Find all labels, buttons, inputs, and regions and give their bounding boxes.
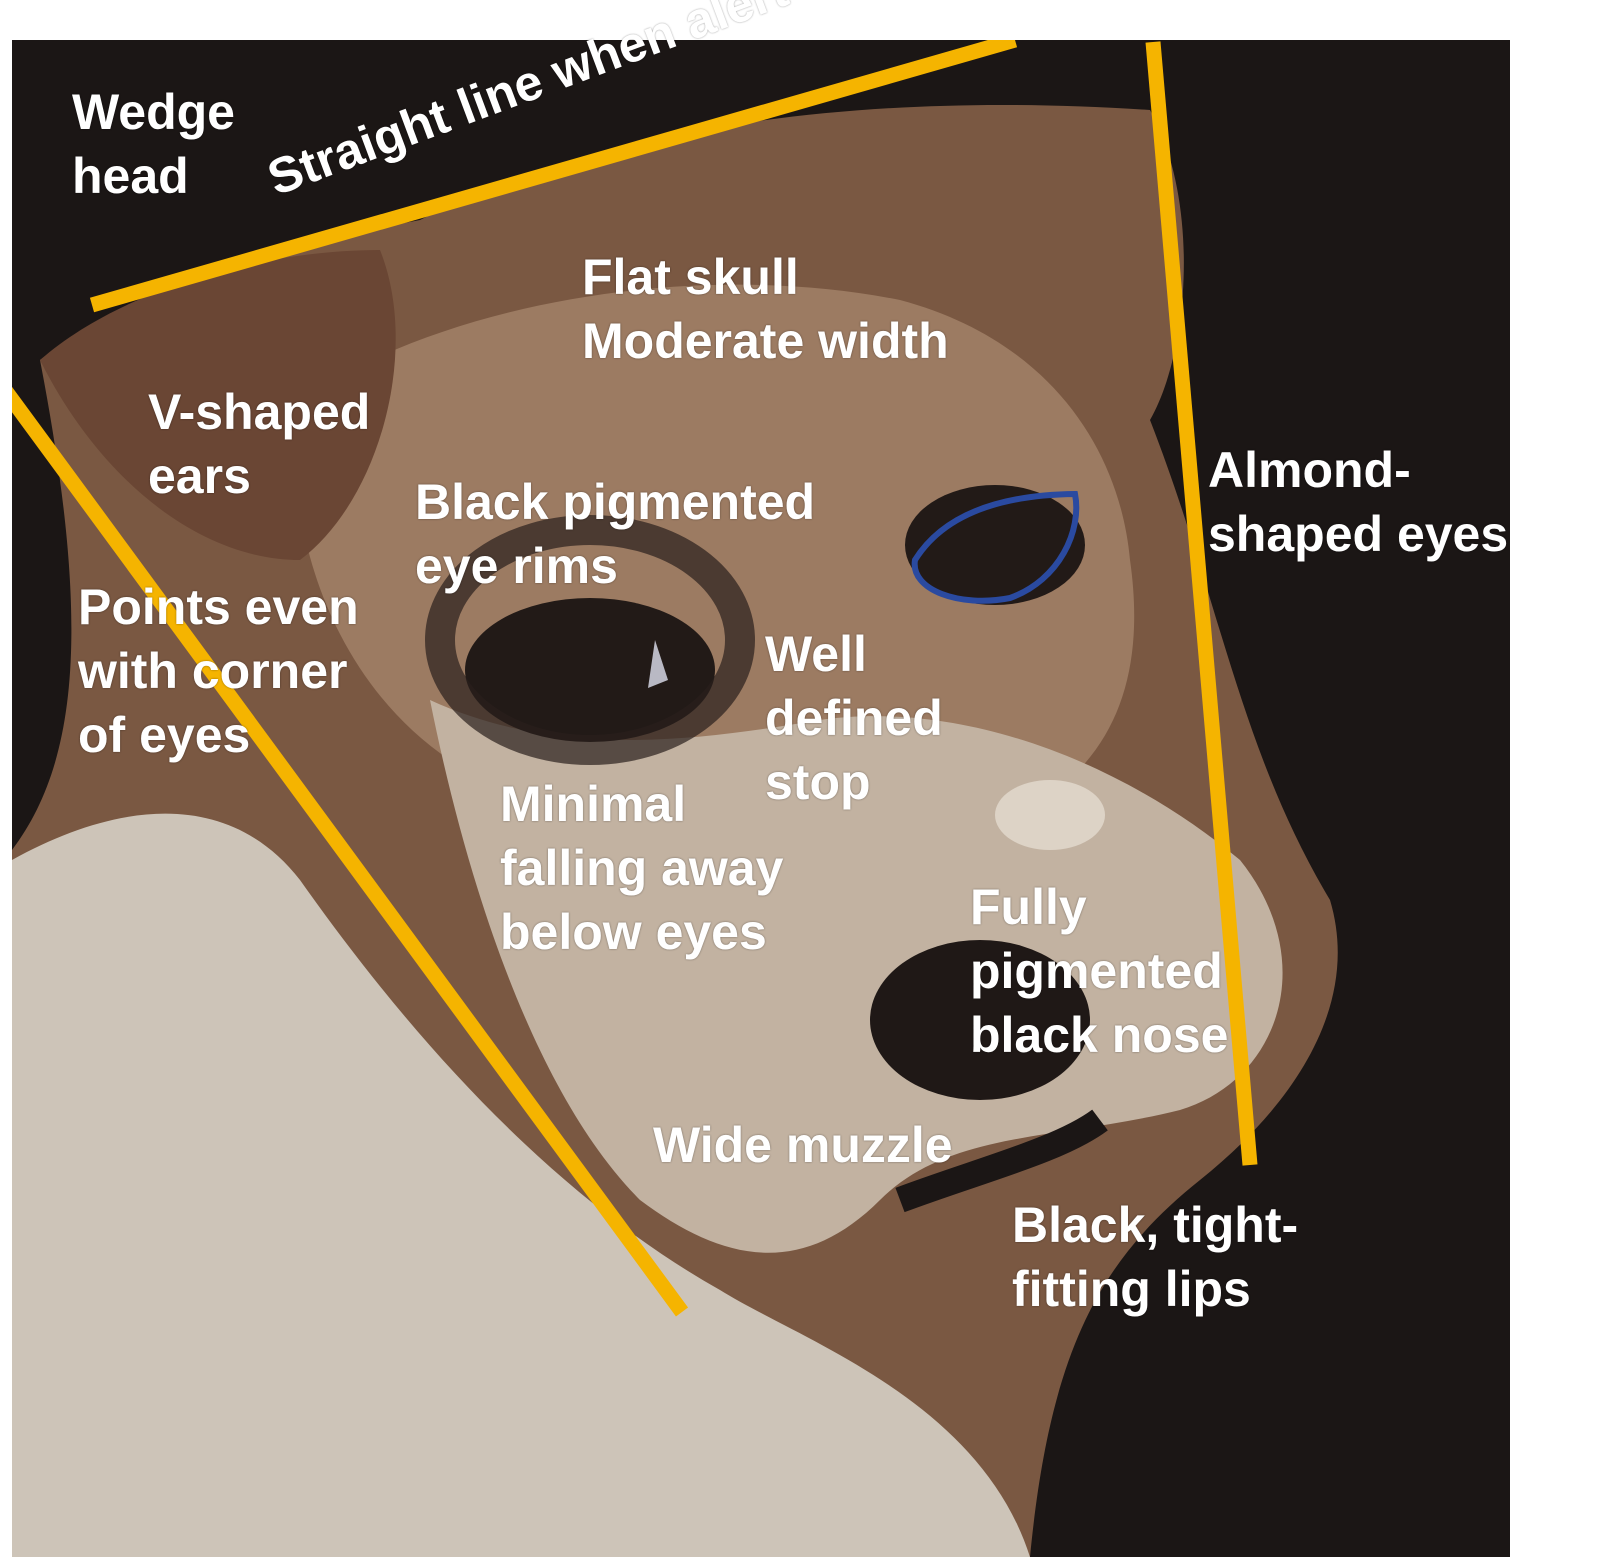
label-lips: Black, tight- fitting lips — [1012, 1193, 1298, 1321]
dog-eye-left — [465, 598, 715, 742]
label-line: Well — [765, 626, 867, 682]
label-almond-eyes: Almond- shaped eyes — [1208, 438, 1510, 566]
label-line: eye rims — [415, 538, 618, 594]
label-v-ears: V-shaped ears — [148, 380, 370, 508]
label-line: ears — [148, 448, 251, 504]
label-line: defined — [765, 690, 943, 746]
label-line: of eyes — [78, 707, 251, 763]
label-flat-skull: Flat skull Moderate width — [582, 245, 949, 373]
label-line: Minimal — [500, 776, 687, 832]
dog-eye-right — [905, 485, 1085, 605]
label-line: below eyes — [500, 904, 767, 960]
almond-eye-outline — [911, 490, 1080, 604]
label-line: head — [72, 148, 189, 204]
dog-cheek-highlight — [995, 780, 1105, 850]
guide-line-face-left — [12, 386, 689, 1317]
label-wedge-head: Wedge head — [72, 80, 235, 208]
label-line: Black, tight- — [1012, 1197, 1299, 1253]
dog-ear-left — [40, 250, 396, 560]
label-line: with corner — [78, 643, 348, 699]
dog-lips — [895, 1109, 1108, 1213]
dog-illustration — [12, 40, 1510, 1557]
label-points-even: Points even with corner of eyes — [78, 575, 359, 767]
dog-nose — [870, 940, 1090, 1100]
guide-line-face-right — [1145, 41, 1258, 1166]
label-line: Black pigmented — [415, 474, 816, 530]
label-line: Flat skull — [582, 249, 799, 305]
label-line: black nose — [970, 1007, 1229, 1063]
label-line: Fully — [970, 879, 1087, 935]
label-muzzle: Wide muzzle — [653, 1117, 953, 1173]
label-line: pigmented — [970, 943, 1223, 999]
label-line: stop — [765, 754, 871, 810]
label-stop: Well defined stop — [765, 622, 943, 814]
dog-photo — [12, 40, 1510, 1557]
label-nose: Fully pigmented black nose — [970, 875, 1228, 1067]
label-line: Almond- — [1208, 442, 1411, 498]
eye-left-highlight — [648, 640, 668, 688]
label-line: Points even — [78, 579, 359, 635]
label-line: Wedge — [72, 84, 235, 140]
guide-line-skull — [89, 40, 1018, 313]
label-eye-rims: Black pigmented eye rims — [415, 470, 815, 598]
dog-eye-left-rim — [425, 515, 755, 765]
dog-chest-light — [12, 813, 1030, 1557]
label-line: fitting lips — [1012, 1261, 1251, 1317]
label-line: falling away — [500, 840, 784, 896]
label-line: shaped eyes — [1208, 506, 1509, 562]
label-falling-away: Minimal falling away below eyes — [500, 772, 783, 964]
label-line: V-shaped — [148, 384, 371, 440]
label-line: Moderate width — [582, 313, 949, 369]
